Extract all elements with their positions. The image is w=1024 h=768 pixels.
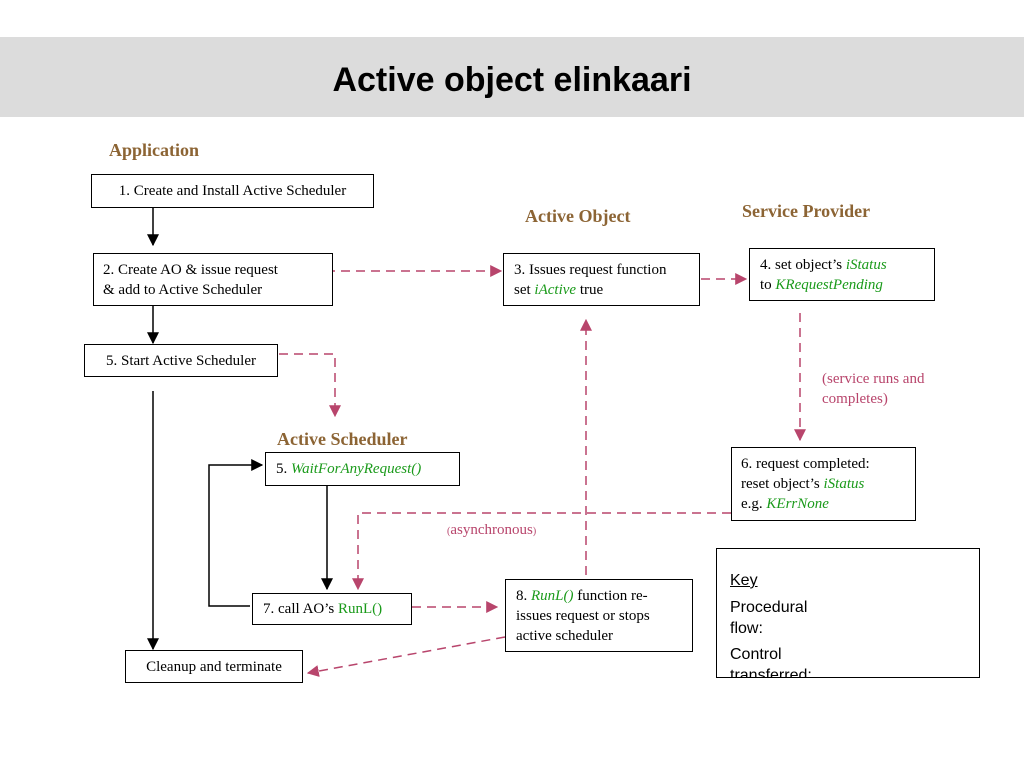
runl-call: RunL() — [338, 601, 383, 617]
arrow-step8-to-cleanup — [306, 636, 506, 677]
step4-line2: to KRequestPending — [760, 277, 883, 293]
step5-start-box: 5. Start Active Scheduler — [84, 344, 278, 377]
active-object-heading: Active Object — [525, 206, 631, 226]
step6-line1: 6. request completed: — [741, 456, 870, 472]
key-control-label: Control transferred: — [730, 646, 812, 678]
service-provider-heading: Service Provider — [742, 201, 871, 221]
active-scheduler-heading: Active Scheduler — [277, 429, 408, 449]
arrow-step6-to-runl — [352, 512, 731, 591]
cleanup-box: Cleanup and terminate — [125, 650, 303, 683]
step6-line3: e.g. KErrNone — [741, 496, 829, 512]
step2-line2: & add to Active Scheduler — [103, 282, 263, 298]
waitforanyrequest-function: WaitForAnyRequest() — [291, 461, 422, 477]
arrow-start-to-scheduler — [279, 353, 341, 418]
step4-line1: 4. set object’s iStatus — [760, 257, 887, 273]
step7-box: 7. call AO’s RunL() — [252, 593, 412, 625]
step3-line1: 3. Issues request function — [514, 262, 667, 278]
krequestpending-value: KRequestPending — [775, 277, 883, 293]
step2-box: 2. Create AO & issue request & add to Ac… — [93, 253, 333, 306]
istatus-reset-variable: iStatus — [823, 476, 865, 492]
step2-line1: 2. Create AO & issue request — [103, 262, 278, 278]
kerrnone-value: KErrNone — [766, 496, 829, 512]
step6-line2: reset object’s iStatus — [741, 476, 865, 492]
arrow-loop-back-to-wait — [208, 459, 264, 607]
step8-box: 8. RunL() function re- issues request or… — [505, 579, 693, 652]
page-title: Active object elinkaari — [332, 61, 692, 99]
cleanup-label: Cleanup and terminate — [146, 658, 282, 675]
step3-box: 3. Issues request function set iActive t… — [503, 253, 700, 306]
step8-line2: issues request or stops — [516, 608, 650, 624]
step8-line3: active scheduler — [516, 628, 614, 644]
title-bar: Active object elinkaari — [0, 37, 1024, 117]
step3-line2: set iActive true — [514, 282, 604, 298]
step1-box: 1. Create and Install Active Scheduler — [91, 174, 374, 208]
step1-label: 1. Create and Install Active Scheduler — [118, 183, 347, 199]
istatus-variable: iStatus — [845, 257, 887, 273]
step6-box: 6. request completed: reset object’s iSt… — [731, 447, 916, 521]
step8-line1: 8. RunL() function re- — [516, 588, 648, 604]
step5-start-label: 5. Start Active Scheduler — [106, 352, 256, 369]
key-legend: Key Procedural flow: Control transferred… — [716, 548, 980, 678]
step5-wait-box: 5. WaitForAnyRequest() — [265, 452, 460, 486]
key-title: Key — [730, 572, 758, 589]
key-procedural-label: Procedural flow: — [730, 599, 808, 637]
iactive-variable: iActive — [534, 282, 577, 298]
asynchronous-note: (asynchronous) — [447, 522, 537, 538]
runl-function: RunL() — [531, 588, 574, 604]
service-runs-note: (service runs and completes) — [822, 371, 925, 407]
step4-box: 4. set object’s iStatus to KRequestPendi… — [749, 248, 935, 301]
application-heading: Application — [109, 140, 200, 160]
